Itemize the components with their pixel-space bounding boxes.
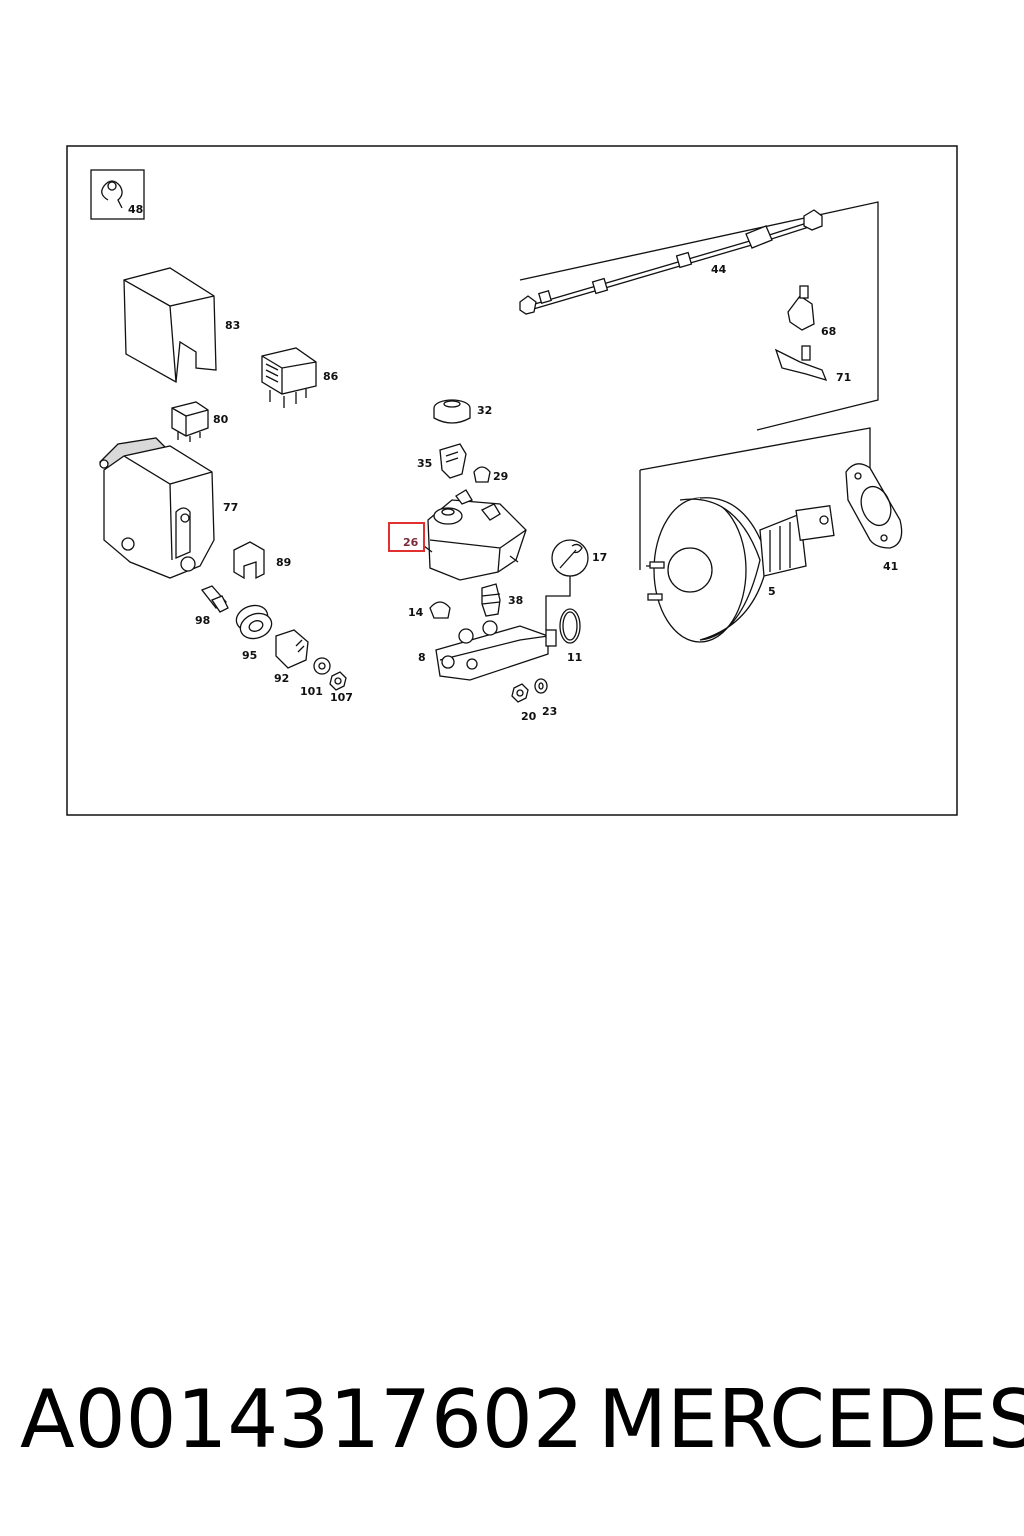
callout-35: 35	[417, 457, 432, 470]
part-14-seal: 14	[408, 601, 451, 619]
part-92-mount: 92	[274, 629, 309, 685]
part-35-strainer: 35	[417, 443, 467, 479]
callout-77: 77	[223, 501, 238, 514]
part-44-cable: 44	[519, 209, 823, 315]
part-32-cap: 32	[433, 399, 492, 424]
callout-11: 11	[567, 651, 582, 664]
callout-14: 14	[408, 606, 424, 619]
callout-26-highlight: 26	[388, 522, 425, 552]
callout-38: 38	[508, 594, 523, 607]
part-number: A0014317602	[20, 1373, 584, 1466]
callout-20: 20	[521, 710, 537, 723]
part-26-reservoir	[423, 489, 527, 581]
part-71-bracket: 71	[774, 345, 851, 384]
part-48-clip-icon: 48	[90, 169, 145, 220]
part-11-o-ring: 11	[559, 608, 582, 664]
part-17-wrench-symbol: 17	[545, 539, 607, 630]
group-bracket-cable	[519, 201, 879, 431]
callout-92: 92	[274, 672, 289, 685]
diagram-frame	[66, 145, 958, 816]
callout-86: 86	[323, 370, 339, 383]
part-101-washer: 101	[300, 657, 331, 698]
callout-26: 26	[403, 536, 419, 549]
part-107-nut: 107	[329, 671, 353, 704]
part-41-gasket: 41	[845, 463, 903, 573]
part-86-relay: 86	[261, 347, 339, 408]
part-77-hydraulic-unit: 77	[99, 437, 238, 579]
brand-name: MERCEDES	[598, 1373, 1024, 1466]
part-95-bushing: 95	[235, 604, 273, 662]
callout-41: 41	[883, 560, 898, 573]
parts-diagram: 48 83 86 80 77 89	[66, 145, 958, 816]
part-89-clamp: 89	[233, 541, 291, 580]
callout-8: 8	[418, 651, 426, 664]
callout-89: 89	[276, 556, 291, 569]
callout-23: 23	[542, 705, 557, 718]
part-83-cover: 83	[123, 267, 240, 384]
callout-80: 80	[213, 413, 229, 426]
callout-48: 48	[128, 203, 143, 216]
part-98-bolt: 98	[195, 585, 229, 627]
callout-32: 32	[477, 404, 492, 417]
footer: A0014317602 MERCEDES	[0, 1370, 1024, 1470]
callout-101: 101	[300, 685, 323, 698]
callout-68: 68	[821, 325, 836, 338]
callout-95: 95	[242, 649, 257, 662]
callout-83: 83	[225, 319, 240, 332]
callout-44: 44	[711, 263, 727, 276]
callout-29: 29	[493, 470, 508, 483]
part-68-clip: 68	[787, 285, 836, 338]
part-8-master-cylinder: 8	[418, 620, 557, 681]
part-38-grommet: 38	[481, 583, 523, 617]
part-20-nut: 20	[511, 683, 537, 723]
callout-5: 5	[768, 585, 776, 598]
callout-98: 98	[195, 614, 210, 627]
part-80-relay: 80	[171, 401, 229, 442]
part-23-washer: 23	[534, 678, 557, 718]
part-29-plug: 29	[473, 466, 508, 483]
callout-17: 17	[592, 551, 607, 564]
callout-71: 71	[836, 371, 851, 384]
callout-107: 107	[330, 691, 353, 704]
part-5-brake-booster: 5	[646, 497, 835, 643]
